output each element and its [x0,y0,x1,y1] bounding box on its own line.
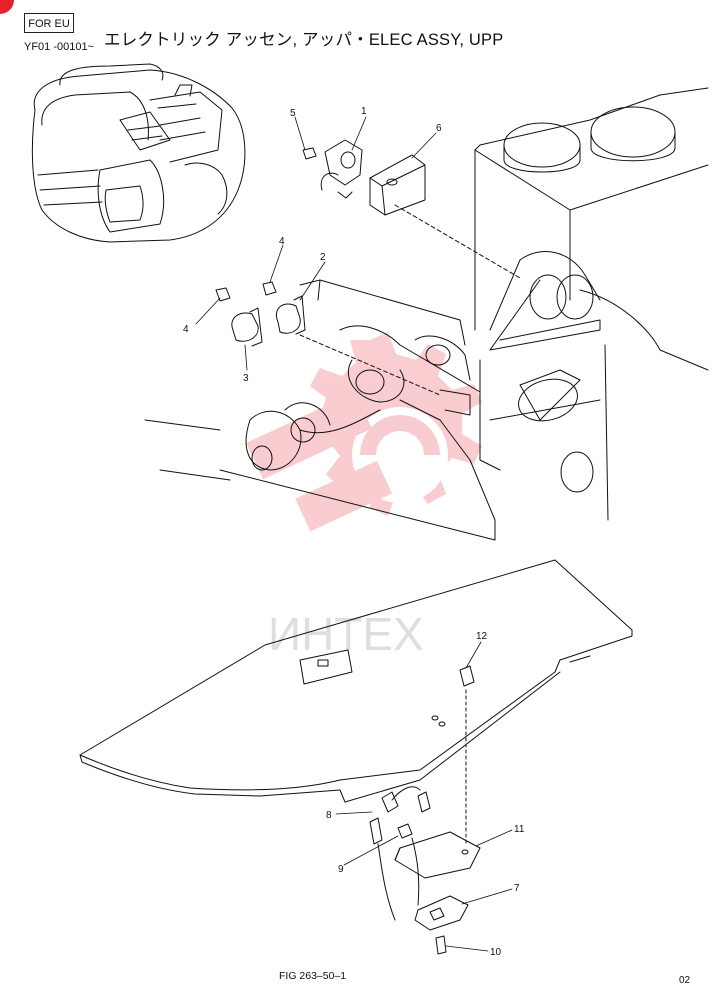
callout-4-upper: 4 [279,236,285,247]
figure-number: FIG 263–50–1 [279,970,347,982]
callout-4-lower: 4 [183,324,189,335]
callout-leaders [195,116,513,952]
routing-line-upper [394,204,521,279]
callout-3: 3 [243,373,249,384]
callout-2: 2 [320,252,326,263]
region-tag: FOR EU [24,13,74,33]
horn-assembly [302,139,426,216]
upper-frame [474,87,709,521]
watermark-logo [246,332,482,532]
callout-1: 1 [361,106,367,117]
routing-line-middle [299,334,441,396]
machine-overview-sketch [31,63,246,243]
lower-bracket-assembly [369,665,481,955]
callout-8: 8 [326,810,332,821]
watermark-text: ИНТЕХ [268,608,424,660]
callout-12: 12 [476,631,488,642]
page-title: エレクトリック アッセン, アッパ・ELEC ASSY, UPP [104,31,504,49]
floor-plate [79,559,633,803]
serial-range: YF01 -00101~ [24,41,95,53]
callout-10: 10 [490,947,502,958]
callout-9: 9 [338,864,344,875]
callout-7: 7 [514,883,520,894]
callout-6: 6 [436,123,442,134]
callout-5: 5 [290,108,296,119]
boom-member [144,279,496,541]
callout-11: 11 [514,824,525,835]
horn-pair [215,281,306,347]
page-number: 02 [679,975,691,986]
